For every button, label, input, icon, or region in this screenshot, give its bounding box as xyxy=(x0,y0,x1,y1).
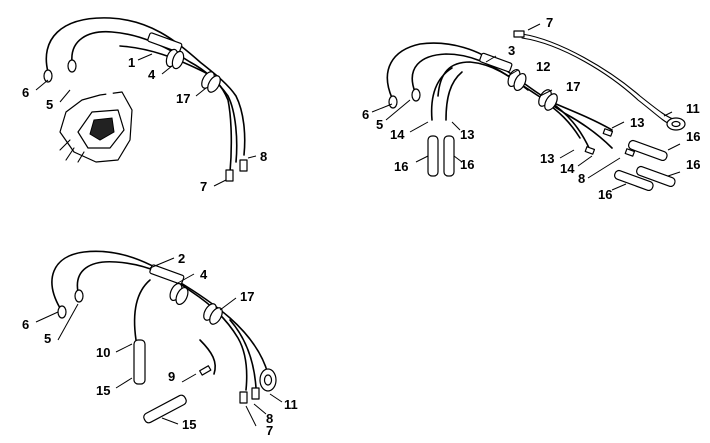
callout-b12: 12 xyxy=(536,59,551,74)
callout-b16c: 16 xyxy=(686,129,701,144)
callout-b11: 11 xyxy=(686,101,700,116)
callout-a1: 1 xyxy=(128,55,136,70)
callout-b3: 3 xyxy=(508,43,516,58)
callout-b13a: 13 xyxy=(460,127,475,142)
callout-c7: 7 xyxy=(266,423,274,438)
callout-b16b: 16 xyxy=(460,157,475,172)
callout-c11: 11 xyxy=(284,397,298,412)
callout-b6: 6 xyxy=(362,107,370,122)
harness-assembly-c xyxy=(35,250,283,427)
callout-b16a: 16 xyxy=(394,159,409,174)
callout-b14a: 14 xyxy=(390,127,405,142)
callout-a7: 7 xyxy=(200,179,208,194)
callout-b7: 7 xyxy=(546,15,554,30)
callout-c8: 8 xyxy=(266,411,274,426)
callout-c5: 5 xyxy=(44,331,52,346)
callout-a8: 8 xyxy=(260,149,268,164)
callout-c2: 2 xyxy=(178,251,186,266)
callout-c10: 10 xyxy=(96,345,111,360)
callout-c4: 4 xyxy=(200,267,208,282)
callout-b17: 17 xyxy=(566,79,581,94)
callout-b13c: 13 xyxy=(540,151,555,166)
ignition-coil xyxy=(59,91,133,163)
callout-b16e: 16 xyxy=(598,187,613,202)
callout-b16d: 16 xyxy=(686,157,701,172)
callout-c15a: 15 xyxy=(96,383,111,398)
callout-a4: 4 xyxy=(148,67,156,82)
harness-assembly-a xyxy=(35,14,257,187)
harness-assembly-b xyxy=(371,23,686,192)
callout-b5: 5 xyxy=(376,117,384,132)
callout-b14b: 14 xyxy=(560,161,575,176)
callout-c15b: 15 xyxy=(182,417,197,432)
callout-b13b: 13 xyxy=(630,115,645,130)
callout-c9: 9 xyxy=(168,369,176,384)
callout-b8: 8 xyxy=(578,171,586,186)
callout-c17: 17 xyxy=(240,289,255,304)
callout-a5: 5 xyxy=(46,97,54,112)
callout-c6: 6 xyxy=(22,317,30,332)
callout-a6: 6 xyxy=(22,85,30,100)
callout-a17: 17 xyxy=(176,91,191,106)
